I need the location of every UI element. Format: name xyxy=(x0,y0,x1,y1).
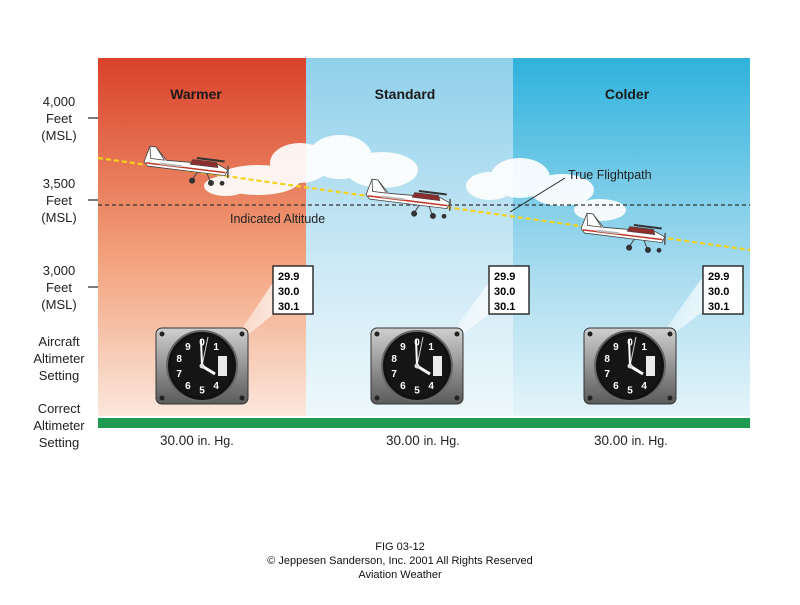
figure-title: Aviation Weather xyxy=(358,569,442,581)
dial-numeral-standard-9: 9 xyxy=(400,342,406,353)
dial-numeral-standard-4: 4 xyxy=(428,381,434,392)
kollsman-30-0: 30.0 xyxy=(708,286,729,298)
dial-numeral-standard-8: 8 xyxy=(391,354,397,365)
dial-numeral-colder-6: 6 xyxy=(613,381,619,392)
kollsman-30-1: 30.1 xyxy=(494,301,515,313)
true-flightpath-label: True Flightpath xyxy=(568,168,652,182)
flightpath-leader xyxy=(509,177,566,213)
kollsman-30-1: 30.1 xyxy=(278,301,299,313)
kollsman-29-9: 29.9 xyxy=(278,271,299,283)
dial-numeral-standard-7: 7 xyxy=(391,369,397,380)
kollsman-window-colder: 29.9 30.0 30.1 xyxy=(702,265,744,315)
dial-numeral-warmer-6: 6 xyxy=(185,381,191,392)
indicated-altitude-label: Indicated Altitude xyxy=(230,212,326,226)
dial-numeral-warmer-7: 7 xyxy=(176,369,182,380)
dial-numeral-colder-5: 5 xyxy=(627,386,633,397)
dial-numeral-warmer-5: 5 xyxy=(199,386,205,397)
dial-numeral-warmer-1: 1 xyxy=(213,342,219,353)
copyright-line: © Jeppesen Sanderson, Inc. 2001 All Righ… xyxy=(267,555,533,567)
dial-numeral-standard-5: 5 xyxy=(414,386,420,397)
dial-numeral-colder-4: 4 xyxy=(641,381,647,392)
correct-setting-bar xyxy=(98,418,750,428)
kollsman-30-0: 30.0 xyxy=(494,286,515,298)
kollsman-29-9: 29.9 xyxy=(494,271,515,283)
kollsman-29-9: 29.9 xyxy=(708,271,729,283)
kollsman-window-warmer: 29.9 30.0 30.1 xyxy=(272,265,314,315)
figure-number: FIG 03-12 xyxy=(375,541,425,553)
kollsman-30-1: 30.1 xyxy=(708,301,729,313)
dial-numeral-standard-6: 6 xyxy=(400,381,406,392)
dial-numeral-warmer-8: 8 xyxy=(176,354,182,365)
kollsman-30-0: 30.0 xyxy=(278,286,299,298)
dial-numeral-warmer-0: 0 xyxy=(199,338,205,349)
dial-numeral-colder-7: 7 xyxy=(604,369,610,380)
setting-colder: 30.00 in. Hg. xyxy=(594,433,668,448)
kollsman-window-standard: 29.9 30.0 30.1 xyxy=(488,265,530,315)
dial-numeral-standard-0: 0 xyxy=(414,338,420,349)
heading-warmer: Warmer xyxy=(170,86,222,102)
heading-standard: Standard xyxy=(374,86,436,102)
dial-numeral-warmer-4: 4 xyxy=(213,381,219,392)
heading-colder: Colder xyxy=(604,86,650,102)
dial-numeral-standard-1: 1 xyxy=(428,342,434,353)
setting-standard: 30.00 in. Hg. xyxy=(386,433,460,448)
dial-numeral-colder-8: 8 xyxy=(604,354,610,365)
cloud-band xyxy=(204,135,626,221)
dial-numeral-colder-9: 9 xyxy=(613,342,619,353)
dial-numeral-warmer-9: 9 xyxy=(185,342,191,353)
dial-numeral-colder-0: 0 xyxy=(627,338,633,349)
dial-numeral-colder-1: 1 xyxy=(641,342,647,353)
setting-warmer: 30.00 in. Hg. xyxy=(160,433,234,448)
